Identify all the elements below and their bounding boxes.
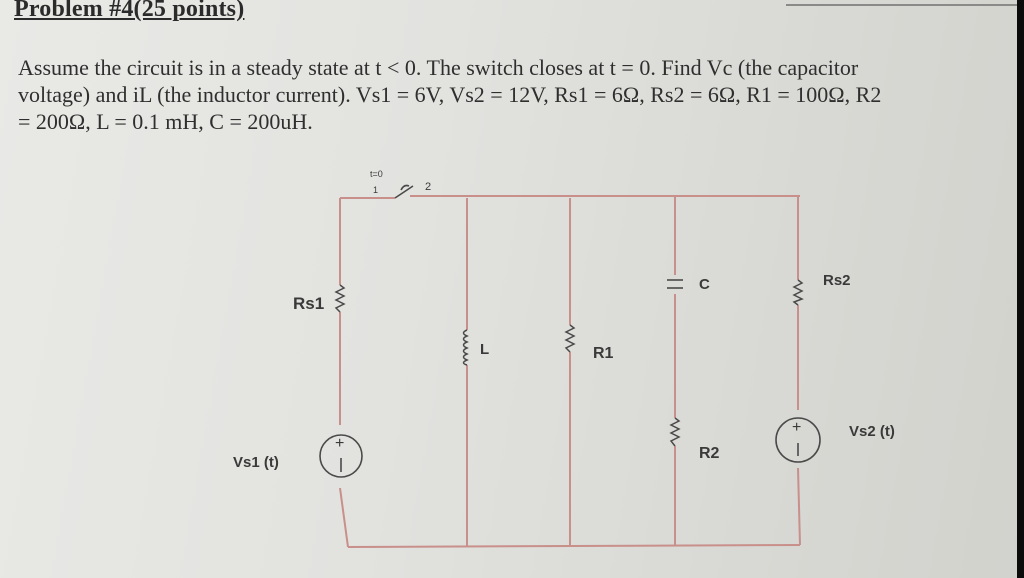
rs1-resistor-symbol [334, 284, 346, 313]
vs2-source-symbol [775, 417, 821, 463]
problem-statement: Assume the circuit is in a steady state … [18, 54, 1018, 135]
vs1-plus: + [335, 435, 344, 452]
switch-pos2-label: 2 [425, 181, 431, 193]
vs1-source-symbol [319, 434, 363, 478]
problem-line-3: = 200Ω, L = 0.1 mH, C = 200uH. [18, 109, 313, 134]
switch-pos1-label: 1 [373, 185, 378, 195]
vs1-label: Vs1 (t) [233, 454, 279, 471]
top-rule [786, 4, 1017, 6]
r1-label: R1 [593, 345, 614, 362]
capacitor-label: C [699, 276, 710, 293]
wire-bottom [347, 544, 801, 548]
rs1-label: Rs1 [293, 294, 324, 313]
wire-left-bottom [339, 487, 349, 548]
vs2-label: Vs2 (t) [849, 423, 895, 440]
r1-resistor-symbol [564, 324, 576, 353]
vs2-plus: + [792, 419, 801, 436]
switch-symbol [394, 184, 414, 199]
problem-line-1: Assume the circuit is in a steady state … [18, 55, 859, 80]
wire-right-bottom [797, 467, 801, 546]
right-edge-shadow [1017, 0, 1024, 578]
r2-resistor-symbol [669, 417, 681, 447]
rs2-resistor-symbol [792, 279, 804, 306]
capacitor-symbol [667, 279, 683, 289]
rs2-label: Rs2 [823, 272, 851, 289]
problem-heading: Problem #4(25 points) [14, 0, 245, 22]
r2-label: R2 [699, 445, 720, 462]
inductor-label: L [480, 341, 489, 358]
problem-line-2: voltage) and iL (the inductor current). … [18, 82, 882, 107]
switch-time-label: t=0 [370, 169, 383, 179]
inductor-symbol [462, 329, 469, 366]
circuit-wires [339, 195, 801, 548]
